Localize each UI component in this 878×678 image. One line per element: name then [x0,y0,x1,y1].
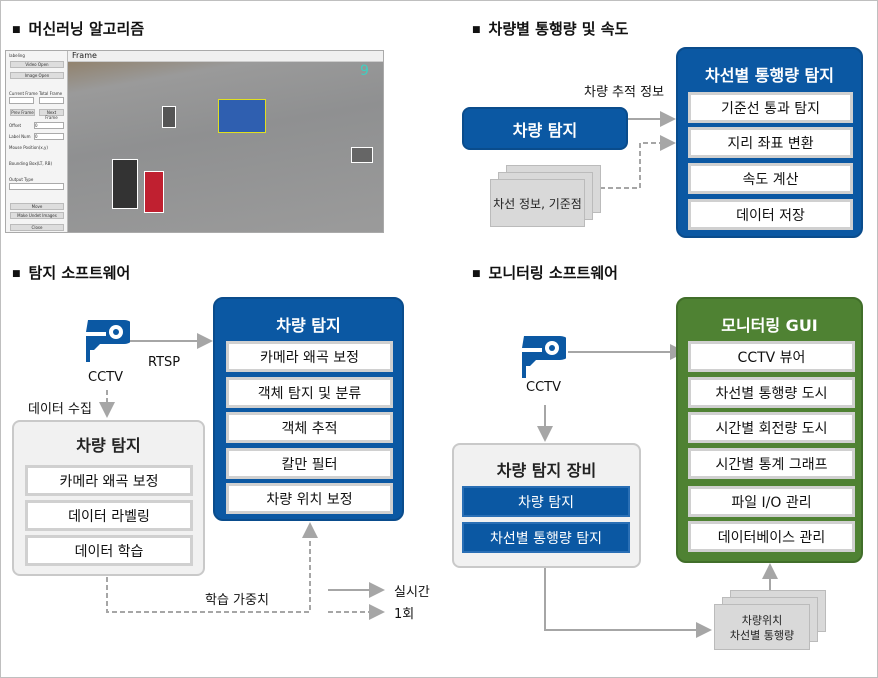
lane-info-document: 차선 정보, 기준점 [490,179,585,227]
tracking-info-label: 차량 추적 정보 [584,85,665,100]
cctv-camera-icon [86,320,130,362]
legend-realtime-label: 실시간 [394,585,430,600]
cctv-camera-icon [522,336,566,378]
car-detection-box [351,147,373,163]
monitoring-gui-box: 모니터링 GUI CCTV 뷰어 차선별 통행량 도시 시간별 회전량 도시 시… [676,297,863,563]
device-vehicle-detect-item: 차량 탐지 [462,486,630,517]
baseline-cross-item: 기준선 통과 탐지 [688,92,853,123]
doc-line-2: 차선별 통행량 [729,629,795,642]
frame-window-title: Frame [68,51,383,62]
prev-frame-button[interactable]: Prev Frame [10,109,35,116]
label-num-label: Label Num [9,134,31,139]
panel-title: labeling [9,53,25,58]
vehicle-position-document: 차량위치 차선별 통행량 [714,604,810,650]
data-labeling-item: 데이터 라벨링 [25,500,193,531]
position-correct-item: 차량 위치 보정 [226,483,393,514]
object-detect-item: 객체 탐지 및 분류 [226,377,393,408]
vehicle-detect-training-box: 차량 탐지 카메라 왜곡 보정 데이터 라벨링 데이터 학습 [12,420,205,576]
turn-volume-display-item: 시간별 회전량 도시 [688,412,855,443]
car-detection-box [144,171,164,213]
vehicle-detect-title: 차량 탐지 [276,316,341,335]
make-undet-images-button[interactable]: Make Undet Images [10,212,64,219]
kalman-filter-item: 칼만 필터 [226,448,393,479]
vehicle-detect-realtime-box: 차량 탐지 카메라 왜곡 보정 객체 탐지 및 분류 객체 추적 칼만 필터 차… [213,297,404,521]
section-heading-speed: 차량별 통행량 및 속도 [472,18,629,39]
database-item: 데이터베이스 관리 [688,521,855,552]
object-track-item: 객체 추적 [226,412,393,443]
lane-traffic-title: 차선별 통행량 탐지 [705,66,834,85]
image-open-button[interactable]: Image Open [10,72,64,79]
lane-info-arrow [600,135,676,189]
distortion-correct-item: 카메라 왜곡 보정 [226,341,393,372]
car-detection-box [162,106,176,128]
mouse-position-label: Mouse Position(x,y) [9,145,48,150]
move-button[interactable]: Move [10,203,64,210]
current-frame-label: Current Frame [9,91,38,96]
label-num-input[interactable]: 0 [34,133,64,140]
video-open-button[interactable]: Video Open [10,61,64,68]
cctv-label: CCTV [526,380,561,395]
total-frame-input[interactable] [39,97,64,104]
car-detection-box [112,159,138,209]
data-collect-label: 데이터 수집 [28,402,92,417]
intersection-video-frame: Frame 9 [68,51,383,232]
control-panel: labeling Video Open Image Open Current F… [6,51,68,232]
file-io-item: 파일 I/O 관리 [688,486,855,517]
vehicle-detect-box: 차량 탐지 [462,107,628,150]
device-output-arrow [544,567,712,638]
section-heading-detect-sw: 탐지 소프트웨어 [12,262,131,283]
speed-calc-item: 속도 계산 [688,163,853,194]
doc-line-1: 차량위치 [741,614,783,627]
close-button[interactable]: Close [10,224,64,231]
legend-once-label: 1회 [394,607,415,622]
offset-input[interactable]: 0 [34,122,64,129]
labeling-tool-screenshot: labeling Video Open Image Open Current F… [5,50,384,233]
device-lane-traffic-item: 차선별 통행량 탐지 [462,522,630,553]
bounding-box-label: Bounding Box(LT, RB) [9,161,53,166]
device-box-title: 차량 탐지 장비 [496,461,597,480]
current-frame-input[interactable] [9,97,34,104]
geo-coord-item: 지리 좌표 변환 [688,127,853,158]
weights-label: 학습 가중치 [205,593,269,608]
cctv-label: CCTV [88,370,123,385]
data-save-item: 데이터 저장 [688,199,853,230]
training-box-title: 차량 탐지 [76,436,141,455]
section-heading-monitor-sw: 모니터링 소프트웨어 [472,262,618,283]
output-type-select[interactable] [9,183,64,190]
section-heading-ml: 머신러닝 알고리즘 [12,18,145,39]
frame-counter: 9 [360,63,369,79]
total-frame-label: Total Frame [39,91,63,96]
output-type-label: Output Type [9,177,34,182]
lane-traffic-box: 차선별 통행량 탐지 기준선 통과 탐지 지리 좌표 변환 속도 계산 데이터 … [676,47,863,238]
rtsp-label: RTSP [148,355,181,370]
weights-arrow [106,522,318,613]
stats-graph-item: 시간별 통계 그래프 [688,448,855,479]
next-frame-button[interactable]: Next Frame [39,109,64,120]
data-training-item: 데이터 학습 [25,535,193,566]
monitoring-gui-title: 모니터링 GUI [721,316,818,335]
distortion-correct-item: 카메라 왜곡 보정 [25,465,193,496]
detection-device-box: 차량 탐지 장비 차량 탐지 차선별 통행량 탐지 [452,443,641,568]
cctv-viewer-item: CCTV 뷰어 [688,341,855,372]
bus-detection-box [218,99,266,133]
lane-traffic-display-item: 차선별 통행량 도시 [688,377,855,408]
offset-label: Offset [9,123,22,128]
